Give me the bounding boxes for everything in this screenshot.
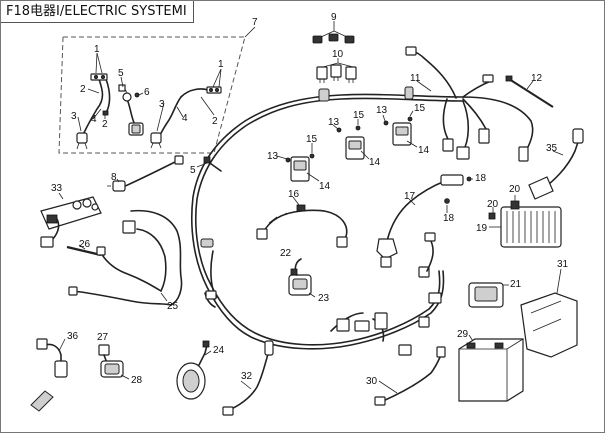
callout-20a: 20 xyxy=(509,184,521,195)
callout-2b: 2 xyxy=(102,119,108,130)
callout-2c: 2 xyxy=(212,116,218,127)
callout-26: 26 xyxy=(79,239,91,250)
callout-18b: 18 xyxy=(443,213,455,224)
relay-21 xyxy=(468,282,509,308)
callout-30: 30 xyxy=(366,376,378,387)
horn-24 xyxy=(176,340,212,400)
callout-31: 31 xyxy=(557,259,569,270)
callout-15a: 15 xyxy=(306,134,318,145)
callout-16: 16 xyxy=(288,189,300,200)
callout-labels: 1 1 2 2 2 3 3 4 4 5 5 6 7 8 9 10 11 12 1… xyxy=(51,12,569,387)
callout-3a: 3 xyxy=(71,111,77,122)
callout-13b: 13 xyxy=(328,117,340,128)
callout-11: 11 xyxy=(410,73,421,84)
cable-tie-12 xyxy=(505,75,554,108)
callout-5a: 5 xyxy=(118,68,124,79)
callout-13a: 13 xyxy=(267,151,279,162)
switch-27-28 xyxy=(98,344,130,380)
callout-27: 27 xyxy=(97,332,109,343)
callout-23: 23 xyxy=(318,293,330,304)
callout-14c: 14 xyxy=(418,145,430,156)
callout-8: 8 xyxy=(111,172,117,183)
callout-29: 29 xyxy=(457,329,469,340)
callout-1b: 1 xyxy=(218,59,224,70)
callout-13c: 13 xyxy=(376,105,388,116)
sensor-group-box xyxy=(58,26,256,154)
screws-5 xyxy=(196,156,222,172)
callout-10: 10 xyxy=(332,49,344,60)
callout-1a: 1 xyxy=(94,44,100,55)
callout-3b: 3 xyxy=(159,99,165,110)
switch-33 xyxy=(40,192,102,248)
page-title: F18电器Ⅰ/ELECTRIC SYSTEMⅠ xyxy=(1,1,194,23)
callout-21: 21 xyxy=(510,279,522,290)
lead-30 xyxy=(374,346,446,406)
callout-25: 25 xyxy=(167,301,179,312)
callout-12: 12 xyxy=(531,73,543,84)
main-wiring-harness xyxy=(190,46,534,356)
relay-22-23 xyxy=(288,258,316,298)
callout-33: 33 xyxy=(51,183,63,194)
connector-set-9 xyxy=(312,21,355,44)
callout-2a: 2 xyxy=(80,84,86,95)
regulator-19 xyxy=(488,195,562,248)
cable-16 xyxy=(256,196,348,248)
callout-4a: 4 xyxy=(91,114,97,125)
callout-15b: 15 xyxy=(353,110,365,121)
callout-35: 35 xyxy=(546,143,558,154)
oxygen-sensor-8 xyxy=(107,155,184,192)
sensor-group-leaders xyxy=(77,52,222,132)
callout-18a: 18 xyxy=(475,173,487,184)
callout-15c: 15 xyxy=(414,103,426,114)
relay-set-10 xyxy=(316,58,357,83)
connector-14-c xyxy=(382,110,418,148)
callout-19: 19 xyxy=(476,223,488,234)
callout-17: 17 xyxy=(404,191,416,202)
sensor-middle xyxy=(118,84,144,136)
callout-9: 9 xyxy=(331,12,337,23)
sensor-36 xyxy=(36,338,68,378)
connector-14-a xyxy=(276,143,320,182)
sensor-17 xyxy=(376,174,473,268)
callout-7: 7 xyxy=(252,17,258,28)
callout-24: 24 xyxy=(213,345,225,356)
spark-cap-35 xyxy=(528,128,584,200)
sensor-cable-left xyxy=(76,73,111,150)
callout-22: 22 xyxy=(280,248,292,259)
callout-5b: 5 xyxy=(190,165,196,176)
bracket-31 xyxy=(520,268,578,358)
callout-14b: 14 xyxy=(369,157,381,168)
callout-20b: 20 xyxy=(487,199,499,210)
connector-14-b xyxy=(332,119,370,160)
sub-harness-25 xyxy=(68,209,183,306)
callout-32: 32 xyxy=(241,371,253,382)
callout-6: 6 xyxy=(144,87,150,98)
bar-26 xyxy=(66,244,102,257)
bracket-small xyxy=(30,390,54,412)
callout-14a: 14 xyxy=(319,181,331,192)
callout-4b: 4 xyxy=(182,113,188,124)
ignition-lead-32 xyxy=(222,340,274,416)
callout-36: 36 xyxy=(67,331,79,342)
sensor-cable-right xyxy=(150,86,222,149)
battery-29 xyxy=(458,334,524,402)
callout-28: 28 xyxy=(131,375,143,386)
